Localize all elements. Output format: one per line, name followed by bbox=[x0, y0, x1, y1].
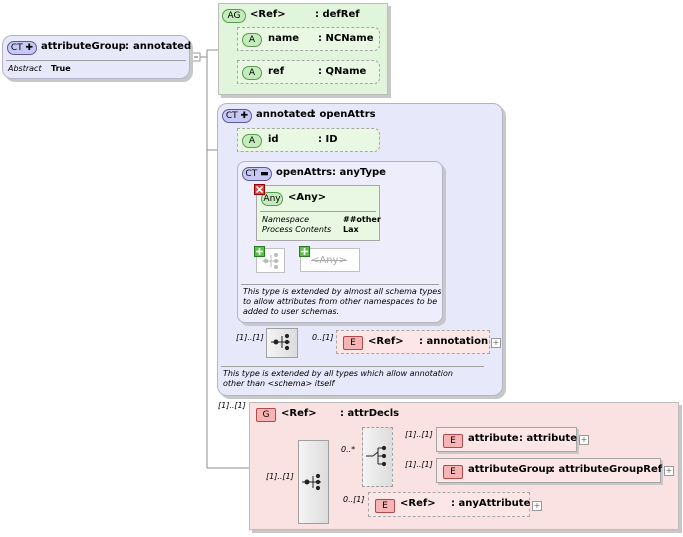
attribute-group-badge: AG bbox=[222, 9, 246, 23]
abstract-label: Abstract bbox=[8, 64, 42, 73]
annotated-type: : openAttrs bbox=[312, 109, 376, 120]
attributegroup-cardinality: [1]..[1] bbox=[405, 460, 433, 469]
choice-icon bbox=[366, 445, 387, 467]
attribute-id[interactable]: A id : ID bbox=[237, 128, 380, 152]
add-icon bbox=[299, 246, 310, 257]
complex-type-badge: CT ✚ bbox=[7, 41, 37, 55]
anyattribute-type: : anyAttribute bbox=[451, 498, 531, 509]
element-badge: E bbox=[343, 336, 363, 350]
attrdecls-type: : attrDecls bbox=[340, 408, 400, 419]
any-placeholder[interactable]: <Any> bbox=[300, 248, 360, 272]
annotation-element[interactable]: E <Ref> : annotation bbox=[336, 330, 490, 354]
seq-cardinality: [1]..[1] bbox=[236, 333, 264, 342]
attribute-badge: A bbox=[242, 134, 262, 148]
attribute-element[interactable]: E attribute : attribute bbox=[436, 427, 577, 452]
root-type: annotated bbox=[133, 41, 192, 52]
root-name: attributeGroup bbox=[41, 41, 126, 52]
attribute-type: : QName bbox=[318, 66, 367, 77]
sequence-icon bbox=[262, 253, 279, 269]
sequence-icon bbox=[302, 473, 321, 491]
element-badge: E bbox=[443, 465, 463, 479]
attribute-element-name: attribute bbox=[468, 433, 519, 444]
attributegroup-element-name: attributeGroup bbox=[468, 464, 553, 475]
attrdecls-sequence[interactable] bbox=[298, 440, 329, 524]
attribute-ref[interactable]: A ref : QName bbox=[237, 60, 380, 84]
annotated-note-1: This type is extended by all types which… bbox=[223, 369, 453, 378]
openattrs-note-2: to allow attributes from other namespace… bbox=[243, 297, 438, 306]
openattrs-type: : anyType bbox=[332, 167, 386, 178]
add-icon bbox=[254, 246, 265, 257]
attribute-label: ref bbox=[268, 66, 285, 77]
annotated-sequence[interactable] bbox=[266, 328, 298, 358]
attribute-name[interactable]: A name : NCName bbox=[237, 27, 380, 51]
any-separator bbox=[260, 211, 376, 212]
any-label: <Any> bbox=[288, 192, 327, 203]
sequence-icon bbox=[271, 333, 290, 351]
attributegroup-element-type: : attributeGroupRef bbox=[551, 464, 663, 475]
anyattribute-ref: <Ref> bbox=[400, 498, 436, 509]
abstract-value: True bbox=[51, 64, 71, 73]
defref-type: : defRef bbox=[315, 9, 360, 20]
element-badge: E bbox=[375, 499, 395, 513]
annotated-note-2: other than <schema> itself bbox=[223, 379, 335, 388]
expand-anyattribute-icon[interactable]: + bbox=[532, 501, 542, 511]
annotated-name: annotated bbox=[256, 109, 315, 120]
remove-icon bbox=[254, 184, 265, 195]
attribute-badge: A bbox=[242, 66, 262, 80]
any-badge: Any bbox=[261, 192, 283, 206]
root-sep: : bbox=[125, 41, 129, 52]
process-contents-value: Lax bbox=[343, 225, 359, 234]
process-contents-key: Process Contents bbox=[262, 225, 332, 234]
openattrs-name: openAttrs bbox=[276, 167, 333, 178]
attrdecls-seq-cardinality: [1]..[1] bbox=[266, 472, 294, 481]
attrdecls-cardinality: [1]..[1] bbox=[218, 401, 246, 410]
attribute-cardinality: [1]..[1] bbox=[405, 430, 433, 439]
expand-attributegroup-icon[interactable]: + bbox=[664, 466, 674, 476]
complex-type-badge: CT ▬ bbox=[242, 167, 272, 181]
any-placeholder-label: <Any> bbox=[311, 255, 347, 266]
namespace-key: Namespace bbox=[262, 215, 310, 224]
attribute-label: name bbox=[268, 33, 300, 44]
complex-type-badge: CT ✚ bbox=[222, 109, 252, 123]
defref-name: <Ref> bbox=[250, 9, 286, 20]
choice-cardinality: 0..* bbox=[341, 445, 356, 454]
attribute-type: : ID bbox=[318, 134, 338, 145]
group-badge: G bbox=[256, 408, 276, 422]
openattrs-note-3: added to user schemas. bbox=[243, 307, 340, 316]
any-attribute[interactable]: Any <Any> Namespace ##other Process Cont… bbox=[256, 185, 381, 241]
element-badge: E bbox=[443, 434, 463, 448]
attribute-label: id bbox=[268, 134, 279, 145]
expand-attribute-icon[interactable]: + bbox=[579, 435, 589, 445]
namespace-value: ##other bbox=[343, 215, 381, 224]
annotated-separator bbox=[221, 366, 484, 367]
attribute-badge: A bbox=[242, 33, 262, 47]
attributegroup-element[interactable]: E attributeGroup : attributeGroupRef bbox=[436, 458, 663, 483]
attribute-element-type: : attribute bbox=[519, 433, 577, 444]
expand-annotation-icon[interactable]: + bbox=[491, 338, 501, 348]
anyattribute-element[interactable]: E <Ref> : anyAttribute bbox=[368, 492, 530, 517]
openattrs-separator bbox=[241, 284, 439, 285]
anyattribute-cardinality: 0..[1] bbox=[343, 495, 365, 504]
openattrs-note-1: This type is extended by almost all sche… bbox=[243, 287, 442, 296]
annotation-type: : annotation bbox=[419, 336, 489, 347]
root-separator bbox=[6, 60, 186, 61]
root-complex-type[interactable]: CT ✚ attributeGroup : annotated Abstract… bbox=[2, 35, 192, 79]
annotation-ref: <Ref> bbox=[368, 336, 404, 347]
annotation-cardinality: 0..[1] bbox=[312, 333, 334, 342]
attribute-type: : NCName bbox=[318, 33, 374, 44]
attrdecls-choice[interactable] bbox=[362, 427, 393, 487]
attrdecls-ref: <Ref> bbox=[281, 408, 317, 419]
